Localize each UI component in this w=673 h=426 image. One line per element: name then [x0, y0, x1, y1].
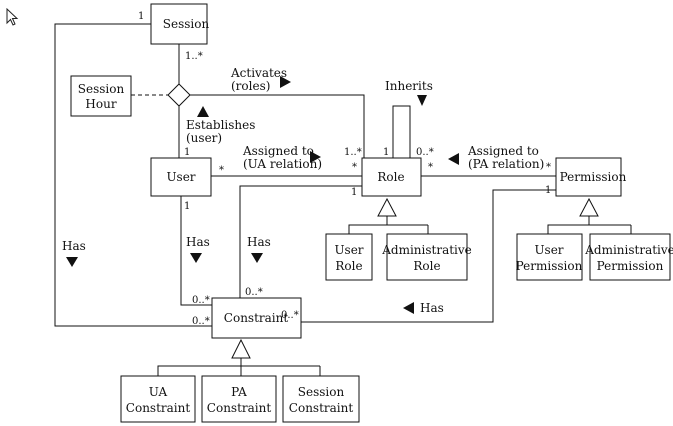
class-user-role: User Role: [325, 233, 373, 281]
mult-role-left-top: 1..*: [344, 147, 362, 158]
class-user-permission-label-2: Permission: [516, 259, 583, 273]
class-administrative-role-label-2: Role: [413, 259, 440, 273]
class-administrative-role: Administrative Role: [381, 233, 472, 281]
direction-arrow-down-icon: [417, 95, 427, 106]
direction-arrow-down-icon: [66, 257, 78, 267]
connector-lines: [54, 23, 632, 376]
generalization-triangle-permission: [579, 197, 599, 217]
mult-role-top-right: 0..*: [416, 147, 434, 158]
class-constraint-label: Constraint: [224, 311, 289, 325]
class-session-label: Session: [163, 17, 210, 31]
direction-arrow-left-icon: [448, 153, 459, 165]
class-administrative-permission-label-1: Administrative: [584, 243, 673, 257]
class-role: Role: [361, 157, 422, 197]
assoc-establishes-label-2: (user): [186, 131, 222, 145]
assoc-activates-label-1: Activates: [230, 66, 287, 80]
mult-session-bottom: 1..*: [185, 51, 203, 62]
mult-role-bottom-left: 1: [351, 187, 357, 198]
class-user-role-label-1: User: [334, 243, 363, 257]
class-administrative-permission-label-2: Permission: [597, 259, 664, 273]
mult-constraint-left-top: 0..*: [192, 295, 210, 306]
direction-arrow-right-icon: [280, 76, 291, 88]
direction-arrow-down-icon: [251, 253, 263, 263]
mult-role-top-left: 1: [383, 147, 389, 158]
class-pa-constraint: PA Constraint: [201, 375, 277, 423]
assoc-ua-label-1: Assigned to: [242, 144, 314, 158]
assoc-has-left-label: Has: [62, 239, 86, 253]
mult-constraint-top: 0..*: [245, 287, 263, 298]
class-constraint: Constraint: [211, 297, 302, 339]
mult-session-top: 1: [138, 11, 144, 22]
mult-permission-left: *: [546, 162, 551, 173]
class-session-constraint-label-1: Session: [298, 385, 345, 399]
mult-permission-bottom: 1: [545, 185, 551, 196]
class-user-permission: User Permission: [516, 233, 583, 281]
class-session: Session: [150, 3, 210, 45]
class-administrative-role-label-1: Administrative: [381, 243, 472, 257]
mult-user-bottom: 1: [184, 201, 190, 212]
assoc-pa-label-1: Assigned to: [467, 144, 539, 158]
class-user-role-label-2: Role: [335, 259, 362, 273]
class-user-label: User: [166, 170, 195, 184]
association-diamond: [167, 83, 191, 107]
mult-constraint-left: 0..*: [192, 316, 210, 327]
class-ua-constraint-label-2: Constraint: [126, 401, 191, 415]
mouse-cursor-icon: [6, 7, 20, 33]
direction-arrow-left-icon: [403, 302, 414, 314]
assoc-inherits-label: Inherits: [385, 79, 433, 93]
direction-arrow-right-icon: [310, 151, 321, 163]
assoc-ua-label-2: (UA relation): [243, 157, 322, 171]
assoc-activates-label-2: (roles): [231, 79, 270, 93]
class-ua-constraint-label-1: UA: [149, 385, 168, 399]
assoc-has-role-label: Has: [247, 235, 271, 249]
assoc-has-permission-label: Has: [420, 301, 444, 315]
class-pa-constraint-label-2: Constraint: [207, 401, 272, 415]
class-user: User: [150, 157, 212, 197]
class-session-hour: Session Hour: [70, 75, 132, 117]
class-session-hour-label-1: Session: [78, 82, 125, 96]
mult-constraint-right: 0..*: [281, 310, 299, 321]
mult-user-top: 1: [184, 147, 190, 158]
direction-arrow-down-icon: [190, 253, 202, 263]
class-permission: Permission: [555, 157, 627, 197]
assoc-pa-label-2: (PA relation): [468, 157, 544, 171]
assoc-establishes-label-1: Establishes: [186, 118, 255, 132]
generalization-triangle-constraint: [231, 338, 251, 359]
mult-role-left: *: [352, 162, 357, 173]
class-role-label: Role: [377, 170, 404, 184]
direction-arrow-up-icon: [197, 106, 209, 117]
class-session-constraint-label-2: Constraint: [289, 401, 354, 415]
assoc-has-user-label: Has: [186, 235, 210, 249]
class-administrative-permission: Administrative Permission: [584, 233, 673, 281]
class-permission-label: Permission: [560, 170, 627, 184]
mult-role-right: *: [428, 162, 433, 173]
class-pa-constraint-label-1: PA: [231, 385, 247, 399]
class-user-permission-label-1: User: [534, 243, 563, 257]
class-ua-constraint: UA Constraint: [120, 375, 196, 423]
generalization-triangle-role: [377, 197, 397, 217]
class-session-hour-label-2: Hour: [85, 97, 116, 111]
mult-user-right: *: [219, 165, 224, 176]
class-session-constraint: Session Constraint: [282, 375, 360, 423]
